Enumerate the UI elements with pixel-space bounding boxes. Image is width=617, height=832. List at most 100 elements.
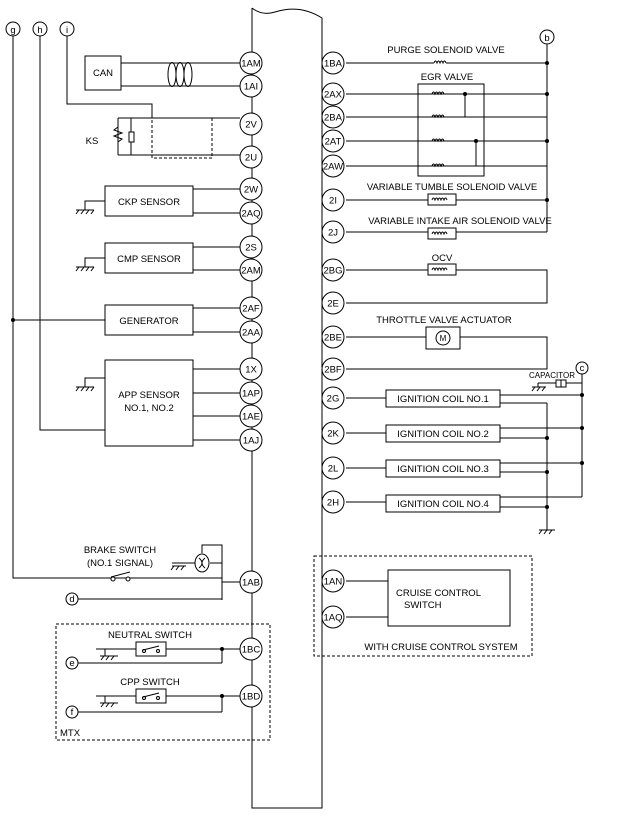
left-pin-circle <box>239 51 263 75</box>
right-pin-label: 2E <box>327 299 339 310</box>
wire-i <box>66 36 153 118</box>
right-pin-circle <box>321 154 345 178</box>
svg-text:e: e <box>69 658 74 669</box>
egr-coil-2-icon <box>431 114 445 119</box>
egr-label: EGR VALVE <box>421 72 473 83</box>
purge-label: PURGE SOLENOID VALVE <box>387 45 504 56</box>
left-pin-circle <box>239 357 263 381</box>
pcm-body <box>251 7 323 809</box>
ks-crystal <box>128 131 135 143</box>
ocv-label: OCV <box>432 253 453 264</box>
right-pin-circle <box>321 605 345 629</box>
right-pin-label: 2L <box>328 464 339 475</box>
left-pin-label: 2AQ <box>241 209 260 220</box>
tumble-label: VARIABLE TUMBLE SOLENOID VALVE <box>367 182 537 193</box>
right-pin-circle <box>321 258 345 282</box>
ground-cmp-icon <box>75 266 95 272</box>
left-pin-label: 1AB <box>242 578 260 589</box>
left-pin-circle <box>239 145 263 169</box>
cpp-label: CPP SWITCH <box>120 677 180 688</box>
left-pin-label: 1AM <box>241 59 261 70</box>
capacitor-label: CAPACITOR <box>529 371 575 380</box>
left-pin-label: 2AM <box>241 266 261 277</box>
svg-text:f: f <box>71 707 74 718</box>
left-pin-circle <box>239 428 263 452</box>
left-pin-label: 2AF <box>242 304 260 315</box>
brake-switch-icon <box>110 571 131 582</box>
left-pin-circle <box>239 296 263 320</box>
ground-cpp-icon <box>100 702 118 708</box>
right-pin-label: 2G <box>327 394 340 405</box>
right-pin-circle <box>321 421 345 445</box>
egr-coil-3-icon <box>431 138 445 143</box>
right-pin-circle <box>321 220 345 244</box>
left-pin-label: 1BD <box>242 692 261 703</box>
svg-text:IGNITION COIL NO.3: IGNITION COIL NO.3 <box>397 464 489 475</box>
neutral-switch-box <box>135 641 167 657</box>
right-pin-label: 2I <box>329 196 337 207</box>
left-pin-label: 1AI <box>244 82 258 93</box>
ks-resistor <box>112 126 124 143</box>
throttle-label: THROTTLE VALVE ACTUATOR <box>376 315 512 326</box>
right-pin-label: 2AT <box>325 137 342 148</box>
ground-neutral-icon <box>100 655 118 661</box>
right-pin-circle <box>321 325 345 349</box>
cruise-label-2: SWITCH <box>404 600 442 611</box>
ckp-sensor-box <box>104 185 194 217</box>
right-pin-circle <box>321 105 345 129</box>
brake-label-1: BRAKE SWITCH <box>84 545 156 556</box>
cmp-sensor-box <box>104 242 194 274</box>
egr-coil-4-icon <box>431 163 445 168</box>
ground-ckp-icon <box>75 209 95 215</box>
right-pin-circle <box>321 386 345 410</box>
left-pin-label: 2S <box>245 243 257 254</box>
svg-text:b: b <box>544 33 549 44</box>
right-pin-circle <box>321 357 345 381</box>
right-pin-circle <box>321 490 345 514</box>
ckp-label: CKP SENSOR <box>118 197 180 208</box>
ground-brake-icon <box>170 565 186 571</box>
left-pin-circle <box>239 404 263 428</box>
ground-app-icon <box>75 386 95 392</box>
twisted-pair <box>167 62 193 87</box>
ks-label: KS <box>86 136 99 147</box>
svg-text:g: g <box>10 25 15 36</box>
right-pin-label: 1BA <box>324 59 343 70</box>
mtx-label: MTX <box>60 728 81 739</box>
left-pin-label: 1AJ <box>243 436 260 447</box>
ground-coils-icon <box>538 529 555 535</box>
right-pin-circle <box>321 82 345 106</box>
right-pin-circle <box>321 456 345 480</box>
intake-coil-box <box>427 227 457 240</box>
ref-f: f <box>65 705 79 719</box>
can-label: CAN <box>93 68 113 79</box>
cruise-control-region <box>313 555 533 657</box>
left-pin-label: 1BC <box>242 645 261 656</box>
app-sensor-box <box>104 359 194 447</box>
left-pin-circle <box>239 258 263 282</box>
brake-label-2: (NO.1 SIGNAL) <box>87 558 153 569</box>
right-pin-label: 2BA <box>324 113 343 124</box>
left-pin-label: 2V <box>245 120 257 131</box>
left-pin-circle <box>239 74 263 98</box>
left-pin-label: 2AA <box>242 328 261 339</box>
left-pin-circle <box>239 684 263 708</box>
ref-e: e <box>65 656 79 670</box>
can-wires <box>121 62 240 87</box>
ref-i: i <box>59 21 75 37</box>
egr-coil-1-icon <box>431 91 445 96</box>
ks-shield <box>151 117 213 159</box>
left-pin-label: 1AE <box>242 412 260 423</box>
right-pin-label: 1AQ <box>323 613 342 624</box>
ref-c: c <box>575 361 589 375</box>
right-pin-label: 2AW <box>323 162 343 173</box>
app-label-2: NO.1, NO.2 <box>124 403 174 414</box>
right-pin-label: 2J <box>328 228 338 239</box>
mtx-region <box>55 623 271 741</box>
left-pin-circle <box>239 112 263 136</box>
can-box <box>84 55 122 91</box>
wire-g <box>12 36 222 579</box>
svg-text:i: i <box>66 25 68 36</box>
intake-label: VARIABLE INTAKE AIR SOLENOID VALVE <box>368 216 552 227</box>
purge-coil-icon <box>433 60 447 65</box>
